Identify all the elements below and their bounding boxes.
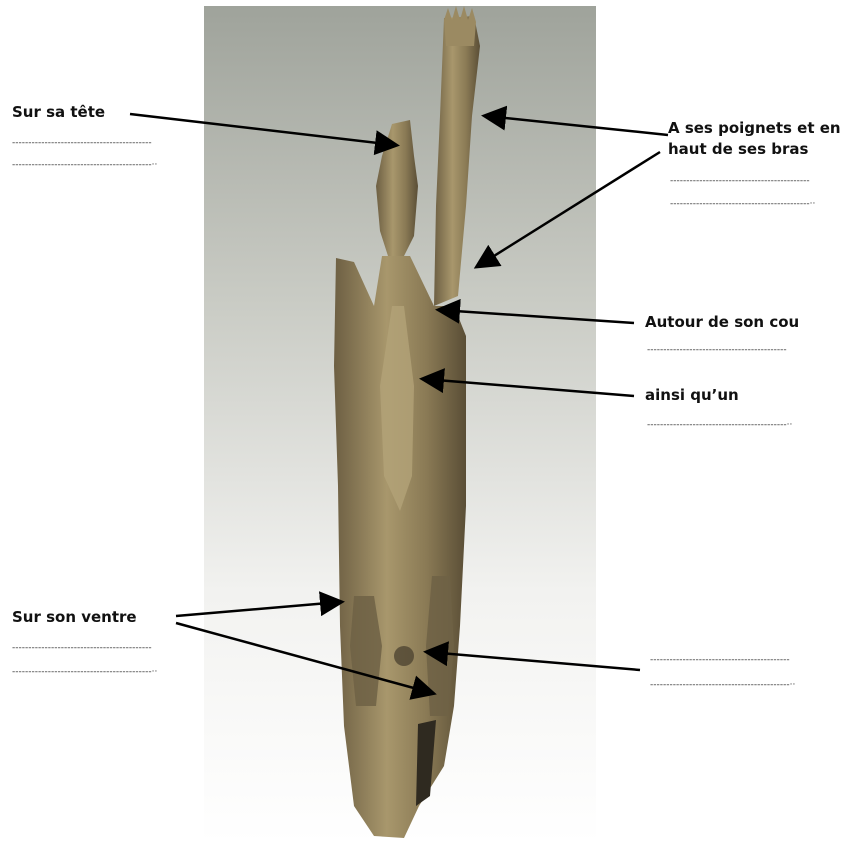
blank-head-2[interactable]: ----------------------------------------… bbox=[12, 160, 157, 170]
blank-neck-1[interactable]: ----------------------------------------… bbox=[647, 345, 787, 355]
label-also: ainsi qu’un bbox=[645, 386, 739, 405]
blank-right-2[interactable]: ----------------------------------------… bbox=[650, 680, 795, 690]
statue-navel bbox=[394, 646, 414, 666]
blank-belly-1[interactable]: ----------------------------------------… bbox=[12, 643, 152, 653]
label-neck: Autour de son cou bbox=[645, 313, 799, 332]
blank-wrists-2[interactable]: ----------------------------------------… bbox=[670, 199, 815, 209]
statue-relief-right bbox=[426, 576, 454, 716]
blank-belly-2[interactable]: ----------------------------------------… bbox=[12, 667, 157, 677]
label-belly: Sur son ventre bbox=[12, 608, 137, 627]
statue-photo bbox=[204, 6, 596, 843]
blank-head-1[interactable]: ----------------------------------------… bbox=[12, 138, 152, 148]
label-wrists-line2: haut de ses bras bbox=[668, 140, 808, 159]
blank-right-1[interactable]: ----------------------------------------… bbox=[650, 655, 790, 665]
label-wrists-line1: A ses poignets et en bbox=[668, 119, 841, 138]
label-head: Sur sa tête bbox=[12, 103, 105, 122]
blank-also-1[interactable]: ----------------------------------------… bbox=[647, 420, 792, 430]
blank-wrists-1[interactable]: ----------------------------------------… bbox=[670, 176, 810, 186]
